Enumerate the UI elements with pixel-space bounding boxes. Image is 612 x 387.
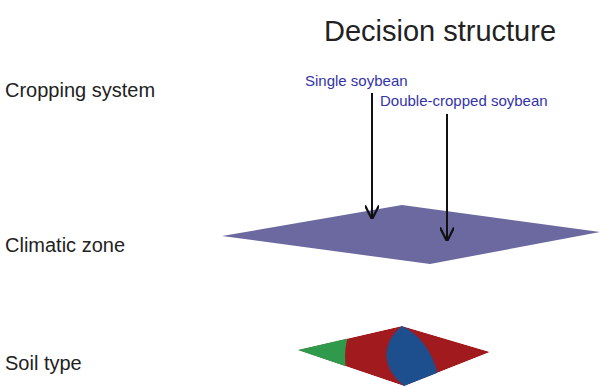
option-label: Single soybean bbox=[305, 72, 408, 90]
arrow-double bbox=[446, 114, 448, 240]
climate-plane bbox=[222, 205, 600, 264]
level-label: Cropping system bbox=[5, 78, 155, 102]
arrow-single bbox=[371, 93, 373, 218]
soil-plane bbox=[290, 300, 490, 387]
option-label: Double-cropped soybean bbox=[380, 92, 548, 110]
level-label: Soil type bbox=[5, 351, 82, 375]
diagram-title: Decision structure bbox=[324, 14, 556, 49]
level-label: Climatic zone bbox=[5, 233, 125, 257]
